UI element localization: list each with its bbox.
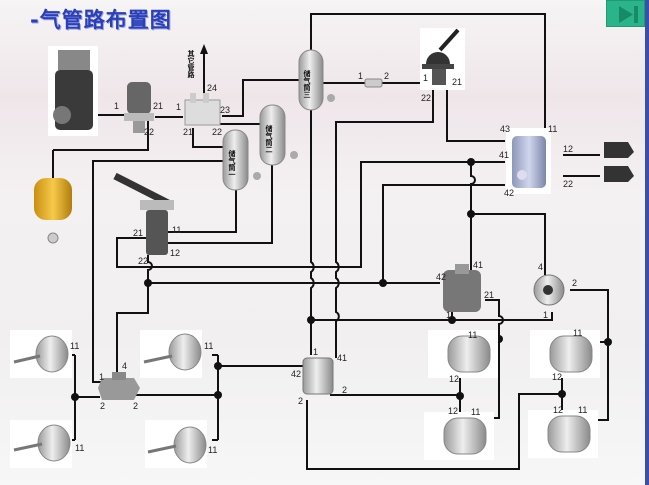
trailer-couplings: [604, 142, 634, 182]
port-label: 12: [448, 406, 458, 416]
port-label: 11: [208, 445, 217, 455]
port-label: 1: [99, 372, 104, 382]
port-label: 22: [144, 127, 154, 137]
skip-next-icon: [619, 6, 638, 23]
port-label: 21: [133, 228, 143, 238]
tank-3-label: 储气筒三: [303, 69, 312, 98]
wet-tank: [34, 178, 72, 244]
spring-brake-chamber: [428, 330, 498, 378]
hand-brake-valve: [420, 28, 465, 90]
port-label: 11: [172, 225, 181, 235]
port-label: 2: [100, 401, 105, 411]
port-label: 41: [473, 260, 483, 270]
port-label: 2: [133, 401, 138, 411]
brake-chambers: [10, 330, 207, 468]
port-label: 24: [207, 83, 217, 93]
port-label: 21: [183, 127, 193, 137]
junction-nodes: [71, 158, 612, 401]
relay-valve-left: [98, 372, 140, 400]
port-label: 12: [449, 374, 459, 384]
brake-chamber: [145, 420, 207, 468]
port-label: 42: [436, 272, 446, 282]
relay-valve-right: [443, 264, 481, 312]
spring-brake-chamber: [424, 412, 494, 460]
port-label: 4: [122, 361, 127, 371]
port-label: 43: [500, 124, 510, 134]
port-label: 4: [538, 262, 543, 272]
port-label: 11: [548, 124, 557, 134]
port-label: 23: [220, 105, 230, 115]
tank-3: 储气筒三: [298, 49, 335, 111]
tank-1-label: 储气筒一: [228, 149, 237, 178]
four-circuit-valve: [184, 93, 221, 126]
foot-brake-valve: [113, 172, 174, 255]
tank-2: 储气筒二: [259, 104, 298, 166]
page-title: -气管路布置图: [30, 8, 172, 32]
port-label: 1: [446, 310, 451, 320]
quick-release-valve: [533, 274, 565, 306]
port-label: 11: [578, 405, 587, 415]
port-label: 2: [298, 396, 303, 406]
brake-chamber: [140, 330, 202, 378]
port-label: 41: [337, 353, 347, 363]
port-label: 11: [468, 330, 477, 340]
port-labels: 1 21 22 24 1 23 21 22 1 2 1 21 22 43 11 …: [70, 71, 587, 455]
port-label: 12: [170, 248, 180, 258]
port-label: 1: [176, 102, 181, 112]
other-lines-label: 其它管路: [187, 49, 196, 79]
slide-edge: [645, 0, 649, 485]
port-label: 21: [153, 101, 163, 111]
port-label: 22: [421, 93, 431, 103]
port-label: 22: [138, 256, 148, 266]
port-label: 1: [543, 310, 548, 320]
port-label: 2: [572, 278, 577, 288]
port-label: 1: [423, 73, 428, 83]
other-lines-text: 其它管路: [187, 49, 196, 79]
next-button[interactable]: [606, 0, 645, 27]
port-label: 11: [70, 341, 79, 351]
tank-1: 储气筒一: [222, 129, 261, 191]
port-label: 11: [204, 341, 213, 351]
port-label: 42: [504, 188, 514, 198]
port-label: 2: [342, 385, 347, 395]
port-label: 21: [484, 290, 494, 300]
air-dryer: [124, 82, 154, 133]
spring-brake-chamber: [530, 330, 600, 378]
port-label: 11: [75, 443, 84, 453]
port-label: 12: [563, 144, 573, 154]
air-compressor: [48, 46, 98, 136]
port-label: 2: [384, 71, 389, 81]
port-label: 21: [452, 77, 462, 87]
relay-valve-center: [302, 357, 334, 395]
port-label: 12: [553, 405, 563, 415]
port-label: 1: [114, 101, 119, 111]
port-label: 11: [573, 328, 582, 338]
port-label: 1: [313, 347, 318, 357]
port-label: 42: [291, 369, 301, 379]
port-label: 12: [552, 372, 562, 382]
inline-connector: [364, 78, 383, 88]
trailer-control-valve: [506, 128, 551, 194]
port-label: 11: [471, 407, 480, 417]
brake-chamber: [10, 330, 72, 378]
port-label: 41: [499, 150, 509, 160]
port-label: 1: [358, 71, 363, 81]
spring-brake-chambers: [424, 330, 600, 460]
tank-2-label: 储气筒二: [265, 124, 274, 153]
port-label: 22: [212, 127, 222, 137]
brake-chamber: [10, 420, 72, 468]
port-label: 22: [563, 179, 573, 189]
spring-brake-chamber: [528, 410, 598, 458]
